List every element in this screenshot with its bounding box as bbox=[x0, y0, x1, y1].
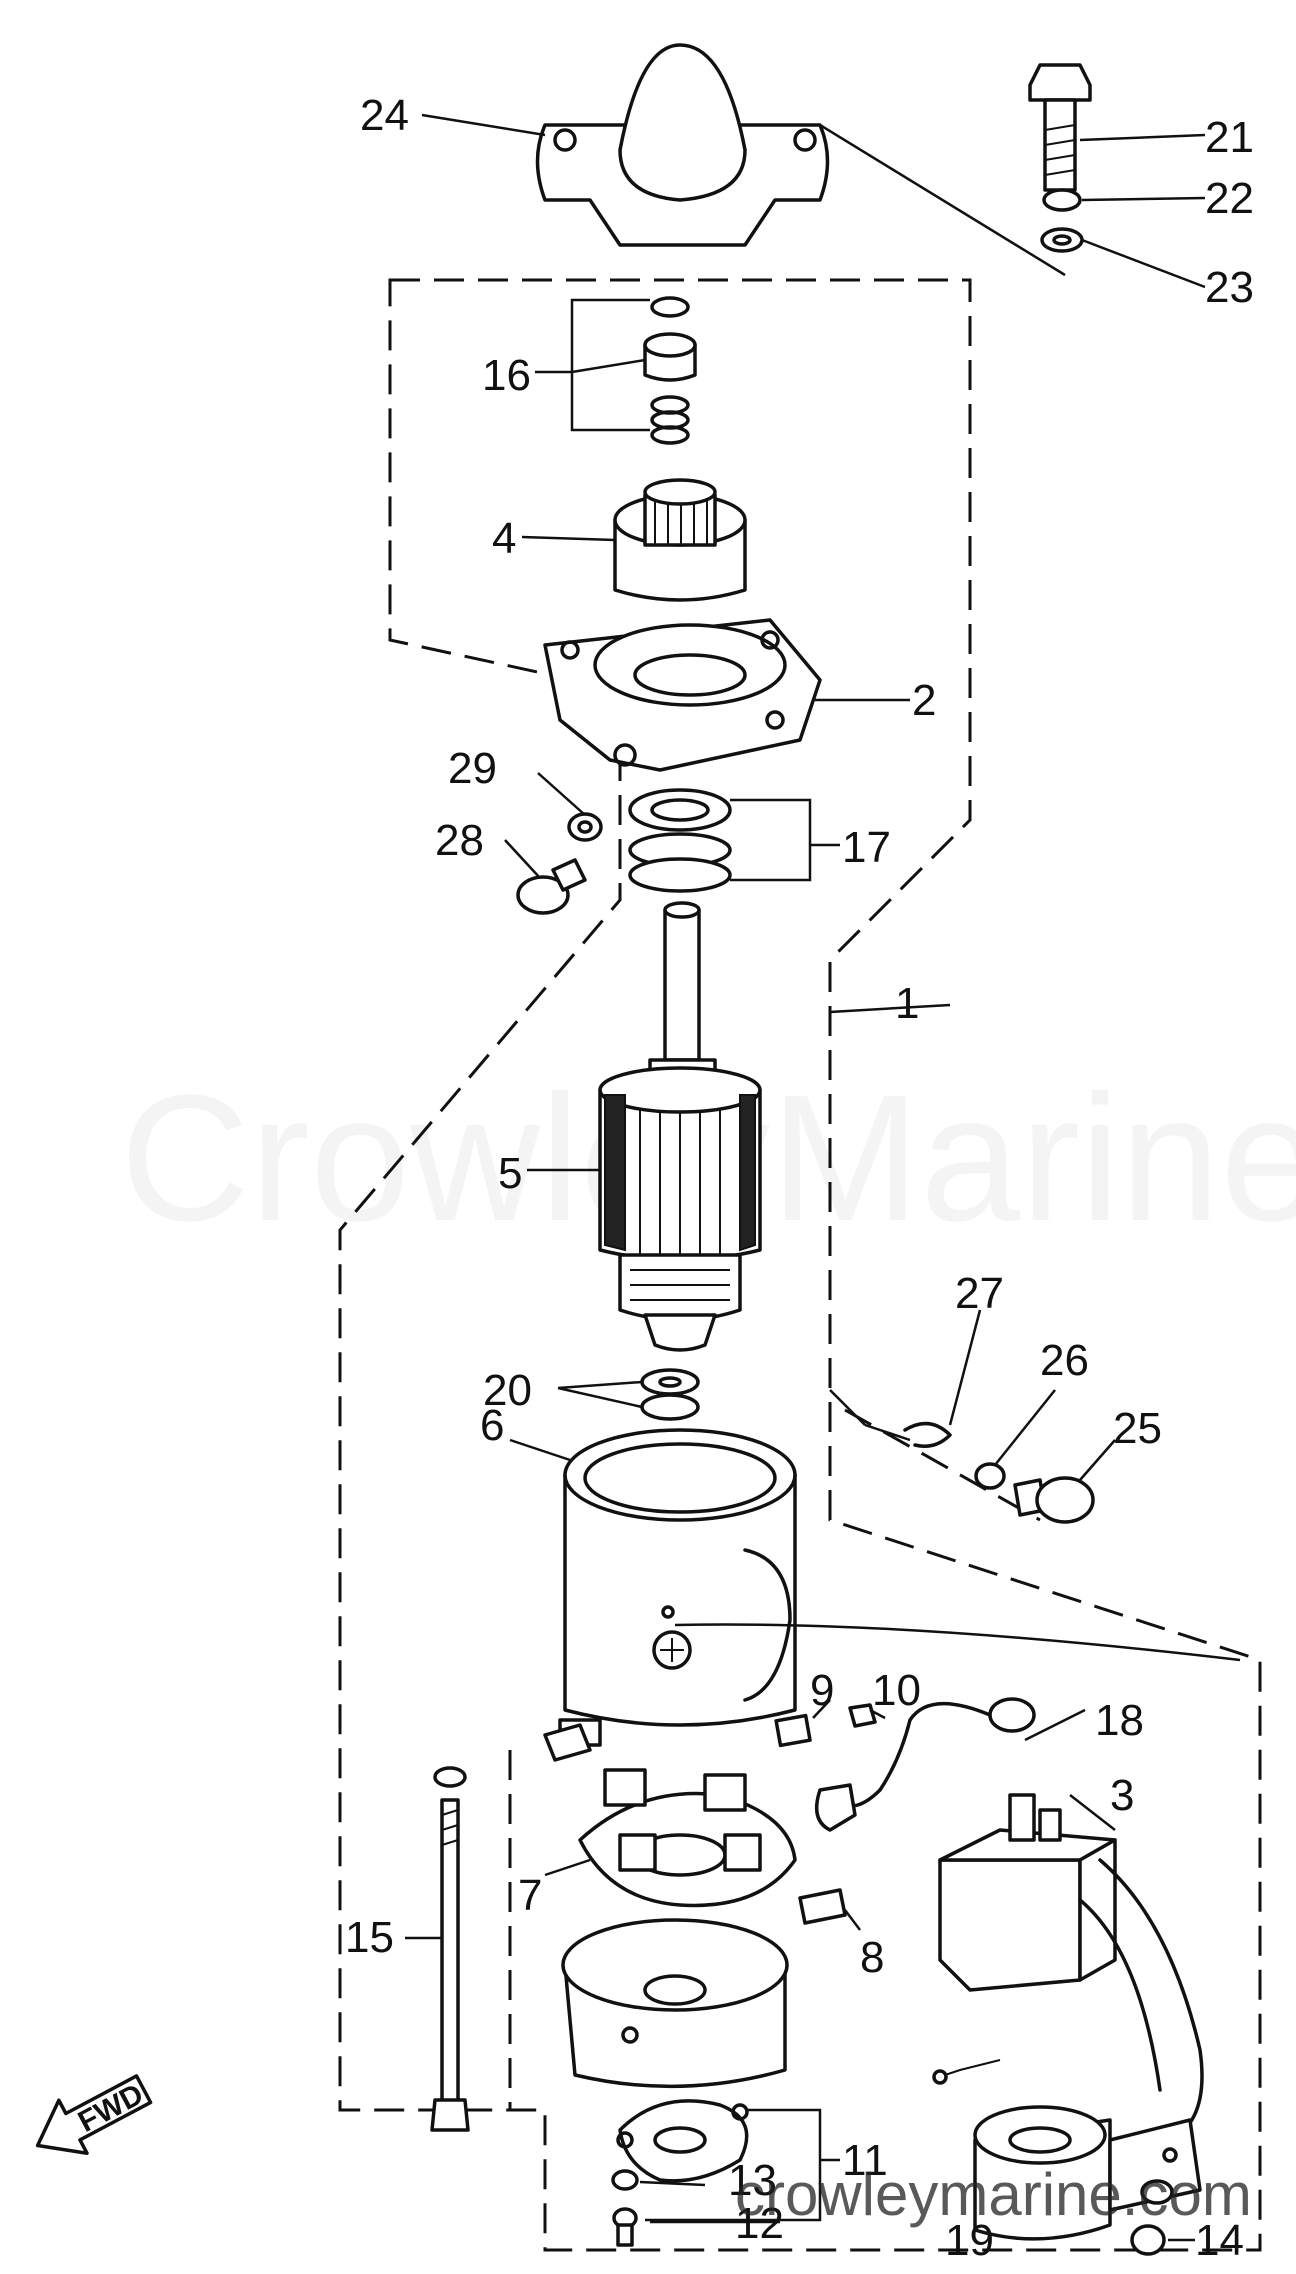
bolt-washer bbox=[974, 1462, 1006, 1490]
stopper-collar bbox=[643, 332, 697, 382]
pinion-spring bbox=[650, 395, 690, 445]
callout-15: 15 bbox=[345, 1913, 394, 1962]
armature bbox=[598, 901, 762, 1352]
watermark-url: crowleymarine.com bbox=[735, 2161, 1252, 2228]
solenoid-bolt bbox=[1130, 2179, 1174, 2256]
callout-7: 7 bbox=[518, 1871, 542, 1920]
nut bbox=[848, 1703, 877, 1728]
callout-24: 24 bbox=[360, 91, 409, 140]
callout-10: 10 bbox=[872, 1666, 921, 1715]
callout-18: 18 bbox=[1095, 1696, 1144, 1745]
lock-washer bbox=[1042, 188, 1082, 212]
solenoid bbox=[932, 1793, 1204, 2241]
callout-11: 11 bbox=[842, 2136, 888, 2185]
through-bolt bbox=[430, 1766, 470, 2132]
callout-21: 21 bbox=[1205, 113, 1254, 162]
callout-22: 22 bbox=[1205, 174, 1254, 223]
brush-holder bbox=[578, 1768, 797, 1908]
callout-19: 19 bbox=[945, 2216, 994, 2265]
callout-5: 5 bbox=[498, 1149, 522, 1198]
callout-8: 8 bbox=[860, 1933, 884, 1982]
callout-17: 17 bbox=[842, 823, 891, 872]
callout-4: 4 bbox=[492, 514, 516, 563]
callout-6: 6 bbox=[480, 1401, 504, 1450]
brush bbox=[774, 1713, 812, 1748]
small-washer bbox=[567, 812, 603, 842]
clip bbox=[903, 1421, 952, 1448]
solenoid-outline bbox=[844, 1408, 1041, 1522]
end-plate bbox=[616, 2099, 749, 2183]
callout-13: 13 bbox=[728, 2156, 777, 2205]
callout-20: 20 bbox=[483, 1366, 532, 1415]
stopper-ring bbox=[650, 296, 690, 318]
callout-23: 23 bbox=[1205, 263, 1254, 312]
brush-spare bbox=[798, 1888, 847, 1925]
washer bbox=[1040, 227, 1084, 253]
terminal-bolt bbox=[1013, 1476, 1095, 1524]
bracket-screw bbox=[516, 858, 587, 915]
thrust-set bbox=[628, 788, 732, 893]
callout-29: 29 bbox=[448, 744, 497, 793]
callout-28: 28 bbox=[435, 816, 484, 865]
callout-14: 14 bbox=[1195, 2216, 1244, 2265]
lead-wire bbox=[814, 1697, 1036, 1832]
callout-12: 12 bbox=[735, 2199, 784, 2248]
front-bracket bbox=[543, 618, 822, 772]
callout-27: 27 bbox=[955, 1269, 1004, 1318]
fwd-label: FWD bbox=[73, 2078, 149, 2139]
callout-25: 25 bbox=[1113, 1404, 1162, 1453]
fwd-direction-arrow: FWD bbox=[35, 2074, 153, 2155]
cover-bolt bbox=[1028, 63, 1092, 192]
callout-16: 16 bbox=[482, 351, 531, 400]
callout-3: 3 bbox=[1110, 1771, 1134, 1820]
leader-lines bbox=[405, 113, 1241, 2242]
pinion-drive bbox=[613, 478, 747, 602]
callout-1: 1 bbox=[895, 979, 919, 1028]
callout-26: 26 bbox=[1040, 1336, 1089, 1385]
callout-numbers: 1 2 3 4 5 6 7 8 9 10 11 12 13 14 15 16 1… bbox=[345, 91, 1254, 2265]
callout-2: 2 bbox=[912, 676, 936, 725]
plate-screw bbox=[612, 2207, 638, 2247]
armature-washers bbox=[640, 1368, 700, 1421]
plate-washer bbox=[611, 2169, 639, 2191]
yoke bbox=[543, 1428, 797, 1762]
rear-cover bbox=[561, 1918, 789, 2089]
callout-9: 9 bbox=[810, 1666, 834, 1715]
pinion-cover bbox=[535, 43, 830, 247]
